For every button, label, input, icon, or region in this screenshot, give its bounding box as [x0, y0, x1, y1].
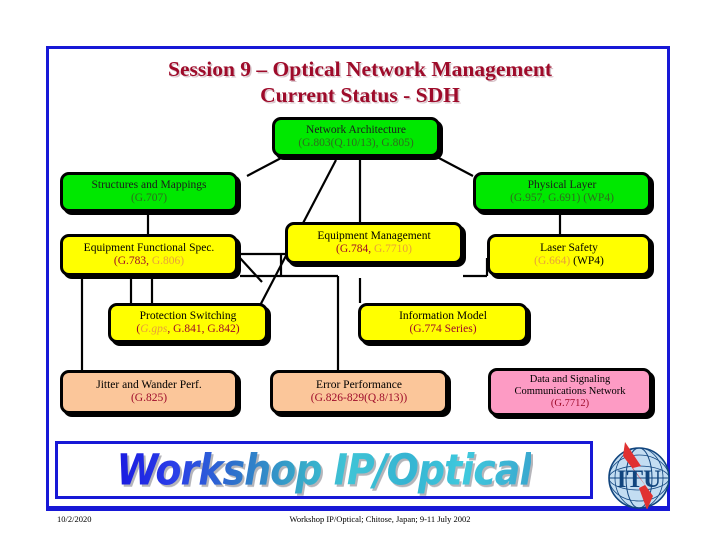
node-code: (G.825) [130, 392, 168, 404]
itu-letters: ITU [617, 466, 661, 493]
node-code: (G.gps, G.841, G.842) [136, 323, 240, 335]
node-code: (G.803(Q.10/13), G.805) [298, 137, 414, 149]
node-title: Structures and Mappings [91, 178, 207, 191]
lightning-bolt-icon [623, 442, 653, 510]
node-code: (G.707) [130, 192, 168, 204]
node-code: (G.774 Series) [409, 323, 477, 335]
slide-border-frame [46, 46, 670, 509]
banner-frame [55, 441, 593, 499]
node-data-and-signaling-communications-network[interactable]: Data and Signaling Communications Networ… [488, 368, 652, 416]
node-code: (G.826-829(Q.8/13)) [310, 392, 408, 404]
footer-divider [46, 509, 670, 511]
page-title: Session 9 – Optical Network Management C… [60, 56, 660, 108]
node-protection-switching[interactable]: Protection Switching (G.gps, G.841, G.84… [108, 303, 268, 343]
itu-globe-icon [608, 447, 670, 509]
node-title: Physical Layer [527, 178, 597, 191]
node-code: (G.7712) [550, 398, 590, 409]
node-title: Jitter and Wander Perf. [96, 378, 202, 391]
node-code: (G.783, G.806) [113, 255, 185, 267]
node-title: Error Performance [316, 378, 402, 391]
node-structures-and-mappings[interactable]: Structures and Mappings (G.707) [60, 172, 238, 212]
node-code: (G.664) (WP4) [534, 255, 604, 267]
node-equipment-management[interactable]: Equipment Management (G.784, G.7710) [285, 222, 463, 264]
node-code: (G.957, G.691) (WP4) [510, 192, 614, 204]
node-title: Network Architecture [306, 123, 406, 136]
title-line-2: Current Status - SDH [260, 83, 460, 107]
node-equipment-functional-spec[interactable]: Equipment Functional Spec. (G.783, G.806… [60, 234, 238, 276]
node-physical-layer[interactable]: Physical Layer (G.957, G.691) (WP4) [473, 172, 651, 212]
node-title: Protection Switching [139, 309, 237, 322]
footer-date: 10/2/2020 [57, 514, 92, 524]
node-title: Equipment Management [317, 229, 431, 242]
title-line-1: Session 9 – Optical Network Management [168, 57, 552, 81]
itu-logo: ITU [608, 442, 670, 510]
footer-event-info: Workshop IP/Optical; Chitose, Japan; 9-1… [289, 514, 471, 524]
node-title: Data and Signaling [529, 374, 611, 385]
node-network-architecture[interactable]: Network Architecture (G.803(Q.10/13), G.… [272, 117, 440, 157]
node-title: Information Model [399, 309, 487, 322]
node-code: (G.784, G.7710) [335, 243, 413, 255]
node-laser-safety[interactable]: Laser Safety (G.664) (WP4) [487, 234, 651, 276]
node-information-model[interactable]: Information Model (G.774 Series) [358, 303, 528, 343]
node-title: Laser Safety [540, 241, 598, 254]
node-error-performance[interactable]: Error Performance (G.826-829(Q.8/13)) [270, 370, 448, 414]
node-title: Equipment Functional Spec. [83, 241, 215, 254]
node-jitter-and-wander-perf[interactable]: Jitter and Wander Perf. (G.825) [60, 370, 238, 414]
workshop-wordart: Workshop IP/Optical [55, 441, 593, 499]
node-title-2: Communications Network [514, 386, 626, 397]
wordart-text: Workshop IP/Optical [116, 445, 533, 495]
